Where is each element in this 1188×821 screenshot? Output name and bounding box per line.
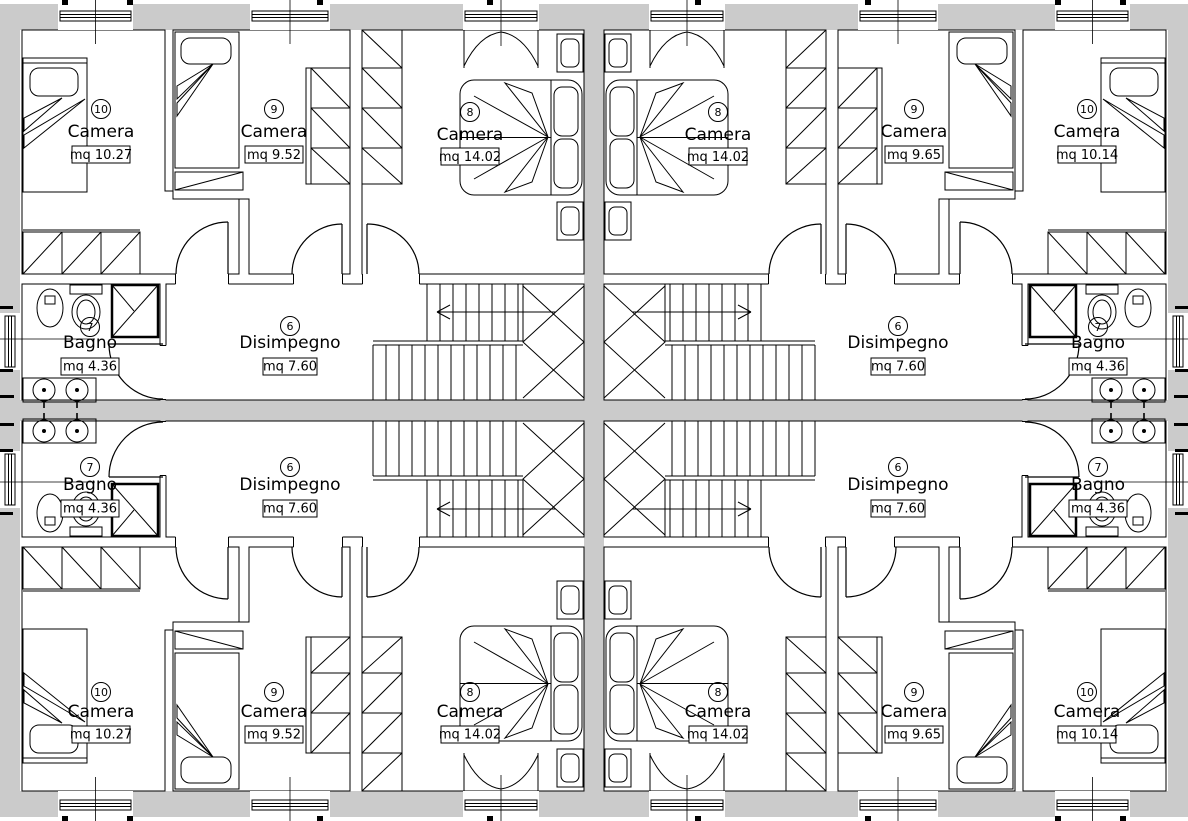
room-name: Camera [685,702,752,722]
room-number: 10 [94,103,108,116]
room-label: 9 Camera mq 9.52 [241,682,308,744]
room-label: 9 Camera mq 9.52 [241,99,308,164]
room-area: mq 7.60 [871,360,925,375]
room-number: 6 [287,320,294,333]
room-number: 10 [1080,686,1094,699]
room-label: 6 Disimpegno mq 7.60 [239,457,341,518]
room-number: 10 [1080,103,1094,116]
room-label: 6 Disimpegno mq 7.60 [847,457,949,518]
room-label: 7 Bagno mq 4.36 [1068,317,1128,376]
room-number: 8 [467,686,474,699]
room-area: mq 9.52 [247,728,301,743]
room-area: mq 14.02 [687,728,749,743]
room-area: mq 14.02 [439,728,501,743]
room-number: 7 [1095,321,1102,334]
room-label: 9 Camera mq 9.65 [881,682,948,744]
room-name: Camera [241,122,308,142]
room-area: mq 10.14 [1056,148,1118,163]
room-area: mq 9.65 [887,728,941,743]
room-name: Bagno [63,475,117,495]
room-name: Camera [881,122,948,142]
room-name: Disimpegno [239,333,340,353]
room-number: 9 [911,103,918,116]
room-name: Camera [1054,702,1121,722]
room-area: mq 10.14 [1056,728,1118,743]
room-label: 8 Camera mq 14.02 [685,102,752,166]
room-number: 8 [715,106,722,119]
room-area: mq 4.36 [63,502,117,517]
room-number: 9 [271,686,278,699]
room-name: Camera [68,122,135,142]
room-label: 8 Camera mq 14.02 [437,682,504,744]
room-area: mq 7.60 [263,360,317,375]
room-name: Bagno [63,333,117,353]
room-label: 10 Camera mq 10.27 [68,99,135,164]
room-name: Bagno [1071,475,1125,495]
room-number: 8 [715,686,722,699]
room-label: 9 Camera mq 9.65 [881,99,948,164]
room-number: 7 [87,461,94,474]
room-name: Camera [1054,122,1121,142]
room-area: mq 4.36 [63,360,117,375]
room-number: 7 [87,321,94,334]
room-area: mq 10.27 [70,728,132,743]
room-label: 6 Disimpegno mq 7.60 [239,316,341,376]
room-name: Camera [881,702,948,722]
room-number: 9 [911,686,918,699]
room-label: 10 Camera mq 10.14 [1054,682,1121,744]
room-number: 6 [895,461,902,474]
room-name: Camera [68,702,135,722]
room-labels: 10 Camera mq 10.27 9 Camera mq 9.52 8 Ca… [60,99,1128,744]
room-label: 8 Camera mq 14.02 [685,682,752,744]
room-name: Disimpegno [239,475,340,495]
room-area: mq 4.36 [1071,502,1125,517]
room-number: 6 [287,461,294,474]
room-area: mq 14.02 [687,150,749,165]
room-label: 6 Disimpegno mq 7.60 [847,316,949,376]
room-label: 10 Camera mq 10.14 [1054,99,1121,164]
room-label: 8 Camera mq 14.02 [437,102,504,166]
room-label: 7 Bagno mq 4.36 [60,457,120,518]
room-area: mq 4.36 [1071,360,1125,375]
room-area: mq 7.60 [263,502,317,517]
room-label: 7 Bagno mq 4.36 [1068,457,1128,518]
room-label: 10 Camera mq 10.27 [68,682,135,744]
room-name: Camera [437,125,504,145]
room-area: mq 9.65 [887,148,941,163]
room-number: 6 [895,320,902,333]
room-label: 7 Bagno mq 4.36 [60,317,120,376]
room-area: mq 10.27 [70,148,132,163]
room-number: 7 [1095,461,1102,474]
room-number: 9 [271,103,278,116]
room-name: Camera [685,125,752,145]
room-name: Camera [437,702,504,722]
room-name: Disimpegno [847,475,948,495]
room-name: Camera [241,702,308,722]
room-name: Bagno [1071,333,1125,353]
room-area: mq 14.02 [439,150,501,165]
room-name: Disimpegno [847,333,948,353]
room-number: 8 [467,106,474,119]
room-number: 10 [94,686,108,699]
room-area: mq 9.52 [247,148,301,163]
room-area: mq 7.60 [871,502,925,517]
